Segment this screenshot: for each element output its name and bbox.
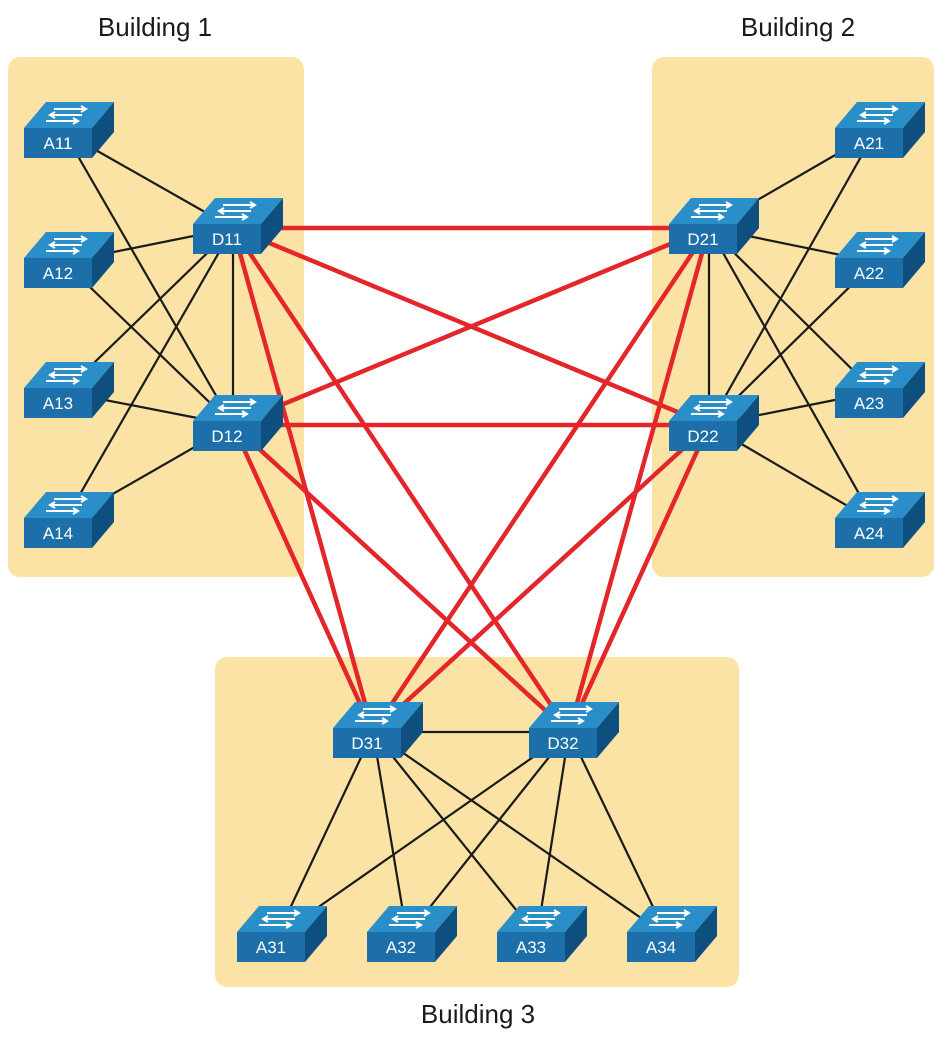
- switch-label: D32: [547, 734, 578, 753]
- core-link-d12-d21: [230, 225, 712, 428]
- core-link-d22-d32: [566, 422, 712, 735]
- switch-d12[interactable]: D12: [192, 394, 284, 452]
- core-link-d21-d32: [566, 225, 712, 735]
- switch-a22[interactable]: A22: [834, 231, 926, 289]
- access-link-a11-d12: [62, 130, 235, 427]
- switch-label: D31: [351, 734, 382, 753]
- access-link-a31-d31: [275, 730, 375, 938]
- access-link-a33-d31: [371, 730, 539, 938]
- access-link-a14-d11: [62, 226, 235, 524]
- access-link-a21-d22: [707, 130, 877, 427]
- switch-label: A14: [43, 524, 73, 543]
- switch-a34[interactable]: A34: [626, 905, 718, 963]
- switch-d11[interactable]: D11: [192, 197, 284, 255]
- switch-label: A24: [854, 524, 884, 543]
- switch-d31[interactable]: D31: [332, 701, 424, 759]
- core-link-d22-d31: [370, 422, 712, 735]
- switch-label: A34: [646, 938, 676, 957]
- switch-label: A22: [854, 264, 884, 283]
- switch-label: A32: [386, 938, 416, 957]
- switch-label: A21: [854, 134, 884, 153]
- switch-a12[interactable]: A12: [23, 231, 115, 289]
- switch-label: D21: [687, 230, 718, 249]
- switch-label: D22: [687, 427, 718, 446]
- access-link-a31-d32: [275, 730, 571, 938]
- switch-label: A11: [44, 134, 73, 153]
- access-link-a34-d31: [371, 730, 669, 938]
- access-link-a24-d21: [707, 226, 877, 524]
- core-link-d21-d31: [370, 225, 712, 735]
- switch-label: A33: [516, 938, 546, 957]
- core-link-d11-d31: [230, 225, 376, 735]
- switch-a13[interactable]: A13: [23, 361, 115, 419]
- switch-d21[interactable]: D21: [668, 197, 760, 255]
- switch-label: A13: [43, 394, 73, 413]
- switch-a11[interactable]: A11: [23, 101, 115, 159]
- core-link-d12-d31: [230, 422, 376, 735]
- switch-a14[interactable]: A14: [23, 491, 115, 549]
- switch-label: A23: [854, 394, 884, 413]
- core-link-d12-d32: [230, 422, 572, 735]
- access-link-a32-d32: [405, 730, 571, 938]
- switch-label: D11: [212, 230, 242, 249]
- switch-label: A31: [256, 938, 286, 957]
- building-2-label: Building 2: [741, 12, 855, 42]
- access-link-a34-d32: [567, 730, 669, 938]
- switch-label: A12: [43, 264, 73, 283]
- switch-d32[interactable]: D32: [528, 701, 620, 759]
- switch-a21[interactable]: A21: [834, 101, 926, 159]
- building-3-label: Building 3: [421, 999, 535, 1029]
- access-link-a32-d31: [371, 730, 409, 938]
- building-1-label: Building 1: [98, 12, 212, 42]
- switch-a33[interactable]: A33: [496, 905, 588, 963]
- switch-a23[interactable]: A23: [834, 361, 926, 419]
- switch-label: D12: [211, 427, 242, 446]
- switch-d22[interactable]: D22: [668, 394, 760, 452]
- switch-a32[interactable]: A32: [366, 905, 458, 963]
- switch-a24[interactable]: A24: [834, 491, 926, 549]
- access-link-a23-d21: [707, 226, 877, 394]
- access-link-a12-d12: [62, 260, 235, 427]
- switch-a31[interactable]: A31: [236, 905, 328, 963]
- access-link-a33-d32: [535, 730, 571, 938]
- core-link-d11-d32: [230, 225, 572, 735]
- core-links: [230, 225, 712, 735]
